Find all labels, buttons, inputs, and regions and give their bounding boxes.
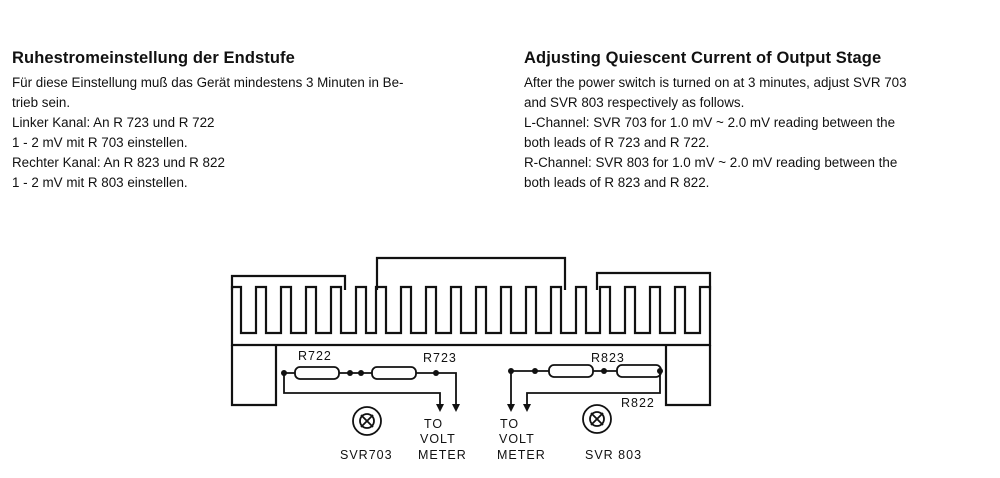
left-arrow-1 xyxy=(436,404,444,412)
german-line-4: 1 - 2 mV mit R 703 einstellen. xyxy=(12,135,188,150)
right-arrow-2 xyxy=(523,404,531,412)
label-r823: R823 xyxy=(591,351,625,365)
left-arrow-2 xyxy=(452,404,460,412)
label-r822: R822 xyxy=(621,396,655,410)
left-fin-cap xyxy=(230,274,347,290)
label-to-left: TO xyxy=(424,417,443,431)
label-svr703: SVR703 xyxy=(340,448,393,462)
right-fin-cap xyxy=(595,271,712,290)
label-volt-left: VOLT xyxy=(420,432,456,446)
english-text: After the power switch is turned on at 3… xyxy=(524,73,986,193)
label-svr803: SVR 803 xyxy=(585,448,642,462)
english-instructions: Adjusting Quiescent Current of Output St… xyxy=(524,49,986,193)
german-text: Für diese Einstellung muß das Gerät mind… xyxy=(12,73,480,193)
english-line-1: After the power switch is turned on at 3… xyxy=(524,75,907,90)
german-line-6: 1 - 2 mV mit R 803 einstellen. xyxy=(12,175,188,190)
right-transistor xyxy=(664,345,712,407)
left-probe-wire-2 xyxy=(436,372,457,407)
resistor-r823 xyxy=(548,364,594,378)
label-r722: R722 xyxy=(298,349,332,363)
german-instructions: Ruhestromeinstellung der Endstufe Für di… xyxy=(12,49,480,193)
german-line-1: Für diese Einstellung muß das Gerät mind… xyxy=(12,75,404,90)
german-heading: Ruhestromeinstellung der Endstufe xyxy=(12,49,295,67)
english-heading: Adjusting Quiescent Current of Output St… xyxy=(524,49,882,67)
label-meter-right: METER xyxy=(497,448,546,462)
english-line-6: both leads of R 823 and R 822. xyxy=(524,175,710,190)
left-probe-wire-1 xyxy=(283,373,441,407)
right-arrow-1 xyxy=(507,404,515,412)
svr803-symbol xyxy=(582,404,612,434)
label-to-right: TO xyxy=(500,417,519,431)
german-line-3: Linker Kanal: An R 723 und R 722 xyxy=(12,115,215,130)
resistor-r723 xyxy=(371,366,417,380)
right-probe-wire-2 xyxy=(526,371,661,407)
english-line-2: and SVR 803 respectively as follows. xyxy=(524,95,745,110)
label-meter-left: METER xyxy=(418,448,467,462)
svr703-symbol xyxy=(352,406,382,436)
german-line-2: trieb sein. xyxy=(12,95,71,110)
english-line-4: both leads of R 723 and R 722. xyxy=(524,135,710,150)
heatsink-outline xyxy=(230,285,712,347)
label-volt-right: VOLT xyxy=(499,432,535,446)
english-line-3: L-Channel: SVR 703 for 1.0 mV ~ 2.0 mV r… xyxy=(524,115,896,130)
label-r723: R723 xyxy=(423,351,457,365)
resistor-r822 xyxy=(616,364,662,378)
resistor-r722 xyxy=(294,366,340,380)
center-fin-cap xyxy=(375,256,567,290)
english-line-5: R-Channel: SVR 803 for 1.0 mV ~ 2.0 mV r… xyxy=(524,155,898,170)
german-line-5: Rechter Kanal: An R 823 und R 822 xyxy=(12,155,225,170)
left-transistor xyxy=(230,345,278,407)
